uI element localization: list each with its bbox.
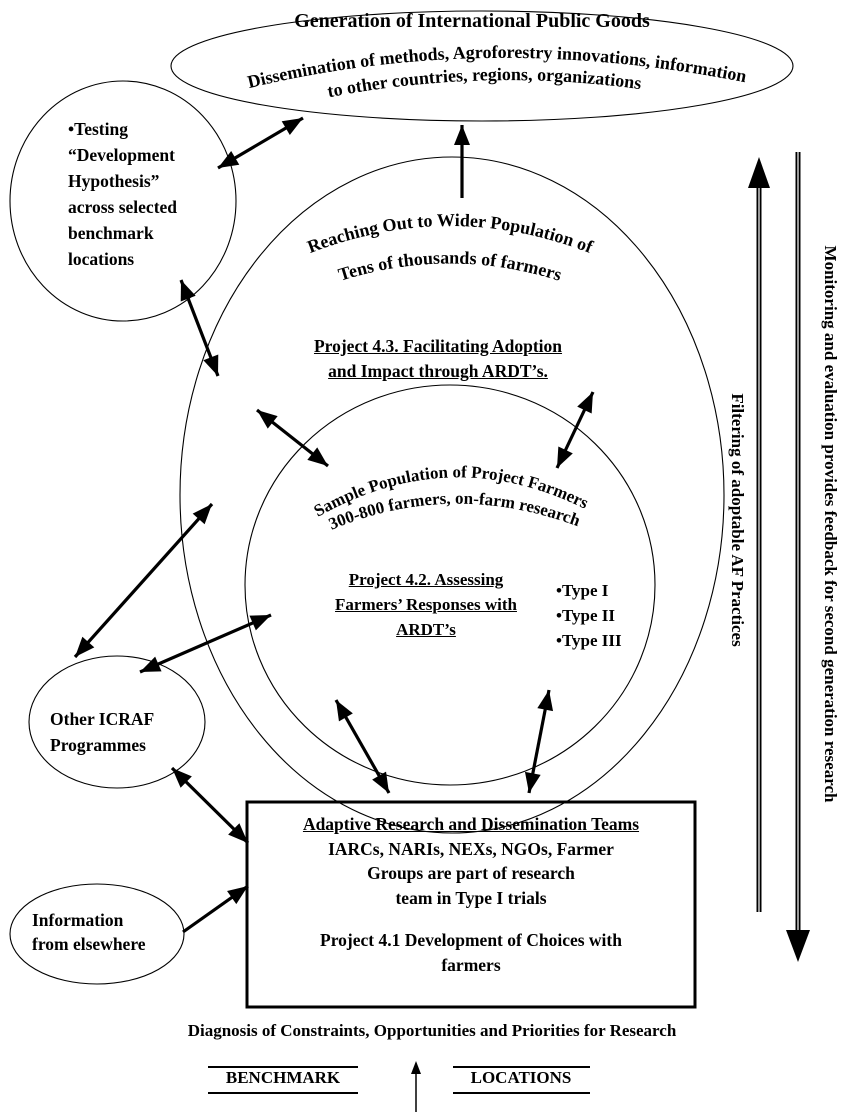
information-text: Information from elsewhere — [32, 908, 146, 956]
monitoring-arrow — [786, 152, 810, 962]
arrowhead-icon — [172, 768, 192, 788]
other-icraf-line2: Programmes — [50, 735, 146, 755]
testing-line: across selected — [68, 197, 178, 217]
arrowhead-icon — [192, 504, 212, 525]
project-4-2-line2: Farmers’ Responses with — [335, 595, 517, 614]
teams-line1: IARCs, NARIs, NEXs, NGOs, Farmer — [328, 838, 614, 859]
trial-type-item: •Type III — [556, 631, 622, 650]
arrowhead-icon — [228, 823, 248, 843]
project-4-3-text: Project 4.3. Facilitating Adoption and I… — [270, 334, 606, 384]
filtering-label: Filtering of adoptable AF Practices — [728, 393, 747, 647]
information-line1: Information — [32, 910, 124, 930]
project-4-2-line1: Project 4.2. Assessing — [348, 570, 504, 589]
testing-hypothesis-text: •Testing “Development Hypothesis” across… — [68, 116, 177, 272]
testing-line: Hypothesis” — [68, 171, 160, 191]
arrowhead-icon — [524, 771, 541, 793]
testing-to-dissemination-arrow — [217, 116, 304, 170]
locations-label: LOCATIONS — [471, 1068, 572, 1087]
arrow-shaft — [139, 613, 272, 674]
sample-population-circle — [244, 384, 656, 786]
trial-type-item: •Type II — [556, 606, 616, 625]
other-icraf-to-inner-arrow — [139, 613, 272, 674]
teams-to-inner-left-arrow — [334, 699, 391, 794]
trial-type-item: •Type I — [556, 581, 609, 600]
testing-line: locations — [68, 249, 135, 269]
arrowhead-icon — [454, 125, 470, 145]
information-line2: from elsewhere — [32, 934, 146, 954]
dissemination-ellipse — [170, 10, 794, 122]
filtering-arrow — [748, 157, 770, 912]
teams-to-inner-right-arrow — [524, 689, 554, 794]
project-4-3-line1: Project 4.3. Facilitating Adoption — [313, 336, 563, 356]
other-icraf-to-outer-arrow — [73, 502, 214, 659]
arrowhead-icon — [557, 446, 573, 468]
information-to-teams-arrow — [182, 884, 249, 934]
monitoring-label: Monitoring and evaluation provides feedb… — [821, 246, 840, 803]
arrowhead-icon — [227, 886, 248, 905]
arrowhead-icon — [249, 615, 271, 631]
wider-population-heading-line2: Tens of thousands of farmers — [336, 247, 564, 284]
outer-to-dissemination-arrow — [454, 125, 470, 198]
arrowhead-icon — [577, 392, 593, 414]
teams-line3: team in Type I trials — [395, 887, 547, 908]
arrowhead-icon — [75, 636, 95, 657]
trial-types-list: •Type I •Type II •Type III — [556, 578, 622, 653]
testing-line: “Development — [68, 145, 175, 165]
testing-line: benchmark — [68, 223, 154, 243]
project-4-3-line2: and Impact through ARDT’s. — [328, 361, 548, 381]
teams-to-other-icraf-arrow — [170, 766, 250, 845]
arrowhead-icon — [180, 280, 196, 302]
diagnosis-label: Diagnosis of Constraints, Opportunities … — [188, 1021, 677, 1040]
dissemination-text-line2: to other countries, regions, organizatio… — [326, 64, 643, 101]
locations-up-arrow — [411, 1061, 421, 1112]
arrow-shaft — [73, 502, 214, 659]
arrowhead-icon — [336, 700, 353, 722]
project-4-2-line3: ARDT’s — [396, 620, 456, 639]
teams-box-text: Adaptive Research and Dissemination Team… — [250, 812, 692, 977]
connector-arrows — [73, 116, 595, 934]
other-icraf-ellipse — [28, 655, 206, 789]
information-ellipse — [9, 883, 185, 985]
testing-to-outer-arrow — [179, 279, 220, 377]
arrowhead-icon — [257, 410, 278, 429]
arrowhead-icon — [372, 771, 389, 793]
arrowhead-icon — [307, 447, 328, 466]
arrowhead-icon — [281, 118, 303, 136]
outer-to-inner-left-arrow — [256, 408, 329, 468]
testing-hypothesis-circle — [9, 80, 237, 322]
arrowhead-icon — [140, 656, 162, 672]
testing-line: •Testing — [68, 119, 128, 139]
wider-population-circle — [179, 156, 725, 834]
benchmark-label: BENCHMARK — [226, 1068, 341, 1087]
teams-box — [245, 800, 697, 1009]
arrowhead-icon — [218, 150, 240, 168]
arrowhead-icon — [537, 690, 554, 712]
public-goods-title: Generation of International Public Goods — [294, 10, 650, 32]
other-icraf-text: Other ICRAF Programmes — [50, 706, 154, 758]
project-4-1-line1: Project 4.1 Development of Choices with — [320, 930, 622, 950]
arrowhead-icon — [203, 354, 219, 376]
project-4-2-text: Project 4.2. Assessing Farmers’ Response… — [308, 567, 544, 642]
teams-line2: Groups are part of research — [367, 863, 575, 883]
teams-heading: Adaptive Research and Dissemination Team… — [302, 814, 640, 834]
project-4-1-line2: farmers — [441, 954, 501, 975]
outer-to-inner-right-arrow — [555, 391, 595, 469]
other-icraf-line1: Other ICRAF — [50, 709, 155, 729]
